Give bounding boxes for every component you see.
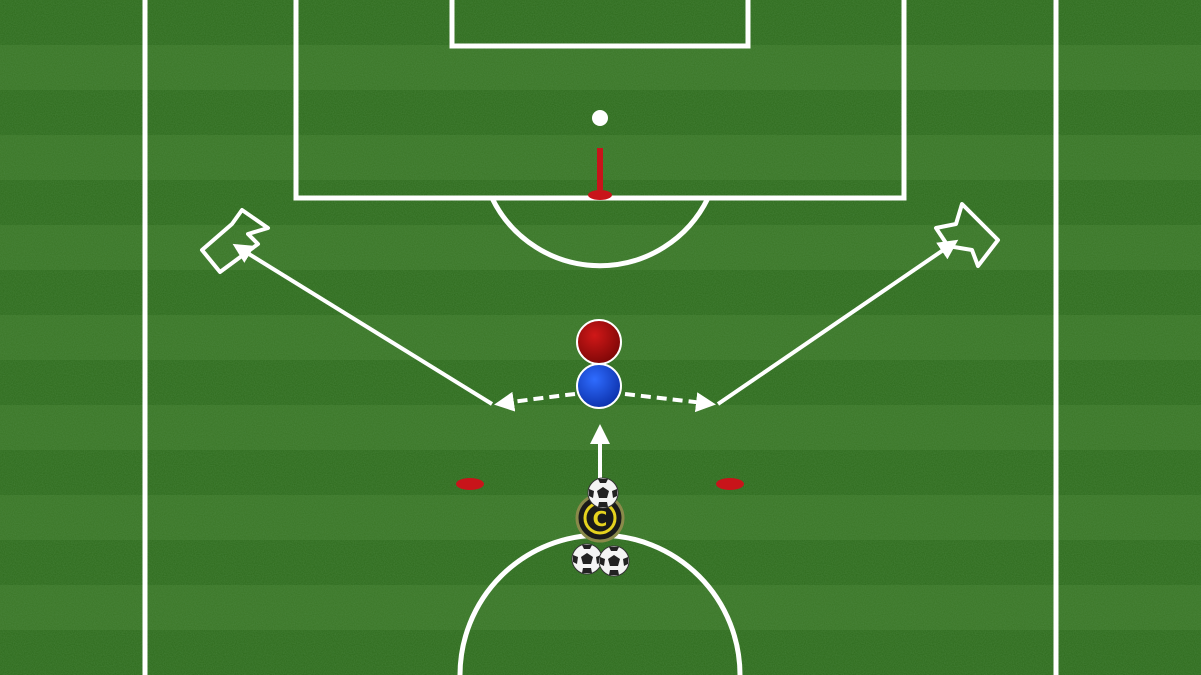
movement-arrows bbox=[232, 239, 959, 478]
target-arrow-right-icon bbox=[934, 202, 1000, 268]
pole-icon bbox=[588, 148, 612, 200]
arrow-icon bbox=[232, 243, 494, 406]
arrow-icon bbox=[494, 391, 576, 412]
soccer-ball-icon bbox=[587, 477, 619, 509]
arrow-icon bbox=[716, 239, 959, 406]
penalty-arc bbox=[489, 196, 711, 269]
goal-area bbox=[449, 0, 751, 49]
soccer-ball-icon bbox=[598, 545, 630, 577]
penalty-spot bbox=[592, 110, 608, 126]
cone-icon bbox=[456, 478, 484, 490]
soccer-ball-icon bbox=[571, 543, 603, 575]
cone-icon bbox=[716, 478, 744, 490]
attacker-player bbox=[576, 363, 622, 409]
coach-label: C bbox=[593, 507, 608, 531]
target-arrow-left-icon bbox=[200, 208, 270, 274]
defender-player bbox=[576, 319, 622, 365]
coach: C bbox=[575, 493, 625, 543]
arrow-icon bbox=[624, 392, 716, 413]
